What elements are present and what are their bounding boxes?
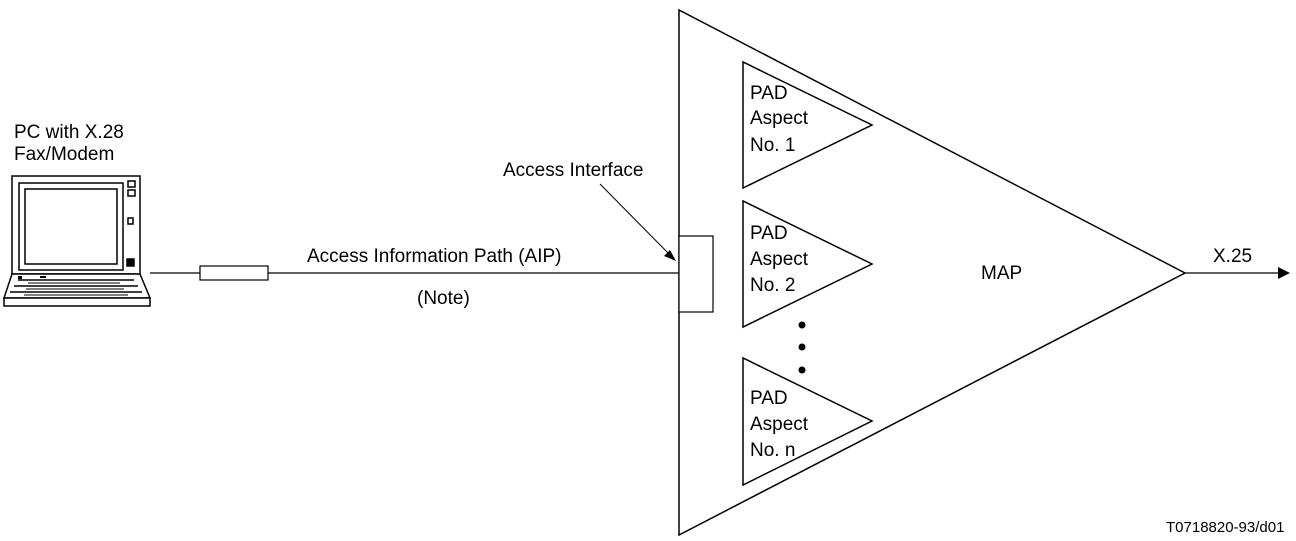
fax-modem-box — [199, 265, 269, 281]
access-interface-box — [678, 235, 714, 313]
path-label: Access Information Path (AIP) — [307, 246, 562, 267]
pad-aspect-n-line3: No. n — [750, 440, 795, 461]
pc-label-line1: PC with X.28 — [14, 122, 124, 143]
note-label: (Note) — [417, 288, 470, 309]
pad-aspect-2-line2: Aspect — [750, 249, 809, 270]
ellipsis-dot — [798, 366, 806, 374]
access-interface-label: Access Interface — [503, 160, 643, 181]
pad-aspect-2-line3: No. 2 — [750, 275, 795, 296]
x25-arrowhead — [1278, 267, 1290, 279]
ellipsis-dot — [798, 321, 806, 329]
computer-icon — [2, 175, 152, 307]
pad-aspect-n-triangle — [742, 356, 874, 487]
pad-aspect-1-triangle — [742, 60, 874, 190]
pad-aspect-1-line2: Aspect — [750, 108, 809, 129]
x25-label: X.25 — [1213, 246, 1252, 267]
pad-aspect-1-line3: No. 1 — [750, 135, 795, 156]
pad-aspect-2-triangle — [742, 199, 874, 329]
pc-label-line2: Fax/Modem — [14, 144, 114, 165]
pad-aspect-n-line2: Aspect — [750, 414, 809, 435]
figure-id: T0718820-93/d01 — [1166, 519, 1284, 536]
access-interface-pointer — [599, 183, 673, 258]
pad-aspect-1-line1: PAD — [750, 83, 788, 104]
pad-aspect-2-line1: PAD — [750, 223, 788, 244]
access-interface-arrowhead — [664, 250, 676, 261]
pad-aspect-n-line1: PAD — [750, 388, 788, 409]
ellipsis-dot — [798, 343, 806, 351]
map-label: MAP — [981, 263, 1022, 284]
